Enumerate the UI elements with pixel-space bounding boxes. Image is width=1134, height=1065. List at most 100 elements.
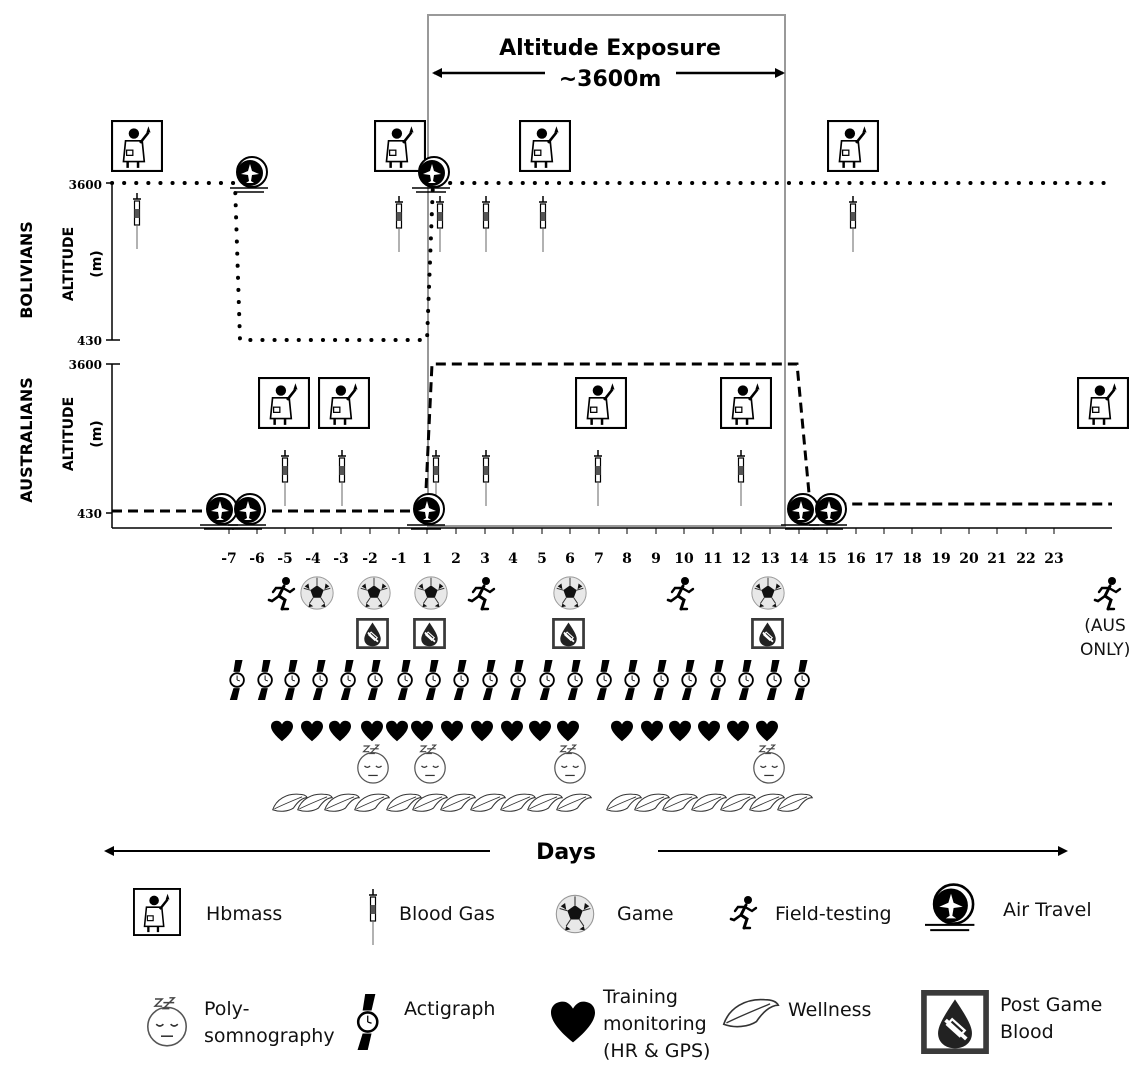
group-label-australians: AUSTRALIANS: [17, 377, 36, 502]
altitude-exposure-subtitle: ~3600m: [559, 67, 662, 92]
bolivians-events: [111, 120, 879, 253]
day-tick-label: -7: [221, 551, 237, 567]
day-tick-label: 13: [760, 551, 779, 567]
blood-gas-icon: [132, 192, 142, 250]
blood-gas-icon: [481, 449, 491, 507]
post-game-blood-row: [356, 618, 784, 649]
legend-training-monitoring-icon: [551, 1001, 595, 1043]
legend-field-testing-label: Field-testing: [775, 903, 892, 925]
day-tick-label: -2: [362, 551, 378, 567]
day-tick-label: 21: [987, 551, 1006, 567]
day-tick-label: 3: [480, 551, 490, 567]
actigraph-row: [228, 660, 810, 700]
day-tick-label: 20: [959, 551, 979, 567]
actigraph-icon: [509, 660, 526, 700]
aus-only-note: (AUS ONLY): [1080, 614, 1130, 662]
altitude-label-bolivians: ALTITUDE: [61, 227, 77, 301]
legend-training-monitoring-label: Training monitoring (HR & GPS): [603, 984, 710, 1065]
legend-polysomnography-icon: [147, 997, 187, 1047]
altitude-unit-bolivians: (m): [89, 250, 105, 277]
training-monitoring-icon: [529, 720, 551, 742]
bolivians-tick-low: 430: [77, 334, 102, 348]
legend-game-label: Game: [617, 903, 674, 925]
training-monitoring-icon: [669, 720, 691, 742]
training-monitoring-icon: [698, 720, 720, 742]
game-icon: [751, 576, 785, 610]
legend-wellness-icon: [722, 998, 780, 1028]
blood-gas-icon: [736, 449, 746, 507]
actigraph-icon: [709, 660, 726, 700]
day-tick-label: 12: [731, 551, 750, 567]
actigraph-icon: [793, 660, 810, 700]
day-tick-label: 7: [594, 551, 604, 567]
polysomnography-icon: [753, 744, 785, 784]
actigraph-icon: [424, 660, 441, 700]
actigraph-icon: [737, 660, 754, 700]
legend-training-line-2: monitoring: [603, 1013, 707, 1035]
day-tick-label: 18: [902, 551, 921, 567]
blood-gas-icon: [848, 195, 858, 253]
day-tick-label: 23: [1044, 551, 1063, 567]
hbmass-icon: [318, 377, 370, 429]
day-tick-label: 11: [703, 551, 722, 567]
blood-gas-icon: [394, 195, 404, 253]
day-tick-label: 6: [565, 551, 575, 567]
hbmass-icon: [1077, 377, 1129, 429]
legend-post-game-line-2: Blood: [1000, 1021, 1054, 1043]
hbmass-icon: [827, 120, 879, 172]
day-tick-label: 1: [422, 551, 432, 567]
training-monitoring-icon: [557, 720, 579, 742]
legend-polysomnography-line-2: somnography: [204, 1025, 335, 1047]
day-tick-label: 5: [537, 551, 547, 567]
blood-gas-icon: [280, 449, 290, 507]
altitude-exposure-box: [427, 14, 786, 527]
polysomnography-icon: [554, 744, 586, 784]
training-monitoring-icon: [441, 720, 463, 742]
legend-hbmass-label: Hbmass: [206, 903, 283, 925]
game-icon: [414, 576, 448, 610]
actigraph-icon: [366, 660, 383, 700]
actigraph-icon: [396, 660, 413, 700]
air-travel-icon: [229, 156, 269, 193]
legend-game-icon: [555, 894, 595, 934]
training-monitoring-icon: [411, 720, 433, 742]
training-monitoring-icon: [756, 720, 778, 742]
hbmass-icon: [575, 377, 627, 429]
air-travel-icon: [780, 493, 820, 530]
day-tick-label: -6: [249, 551, 265, 567]
actigraph-icon: [481, 660, 498, 700]
actigraph-icon: [339, 660, 356, 700]
legend-hbmass-icon: [133, 888, 181, 936]
wellness-icon: [354, 793, 390, 812]
actigraph-icon: [595, 660, 612, 700]
group-label-bolivians: BOLIVIANS: [17, 221, 36, 319]
legend-blood-gas-icon: [368, 888, 378, 946]
legend-actigraph-label: Actigraph: [404, 998, 496, 1020]
legend-polysomnography-line-1: Poly-: [204, 998, 250, 1020]
day-tick-label: -3: [333, 551, 349, 567]
aus-only-line-1: (AUS: [1084, 616, 1126, 636]
polysomnography-icon: [357, 744, 389, 784]
actigraph-icon: [680, 660, 697, 700]
day-tick-label: 14: [789, 551, 809, 567]
aus-only-line-2: ONLY): [1080, 640, 1131, 660]
day-tick-label: 15: [817, 551, 836, 567]
legend-field-testing-icon: [729, 895, 758, 930]
training-monitoring-icon: [271, 720, 293, 742]
legend-post-game-line-1: Post Game: [1000, 994, 1103, 1016]
actigraph-icon: [283, 660, 300, 700]
polysomnography-icon: [414, 744, 446, 784]
legend-training-line-1: Training: [603, 986, 678, 1008]
training-monitoring-icon: [329, 720, 351, 742]
post-game-blood-icon: [751, 618, 784, 649]
actigraph-icon: [652, 660, 669, 700]
actigraph-icon: [228, 660, 245, 700]
blood-gas-icon: [593, 449, 603, 507]
hbmass-icon: [111, 120, 163, 172]
legend-blood-gas-label: Blood Gas: [399, 903, 495, 925]
blood-gas-icon: [538, 195, 548, 253]
australians-y-axis: [106, 363, 120, 528]
actigraph-icon: [765, 660, 782, 700]
hbmass-icon: [720, 377, 772, 429]
